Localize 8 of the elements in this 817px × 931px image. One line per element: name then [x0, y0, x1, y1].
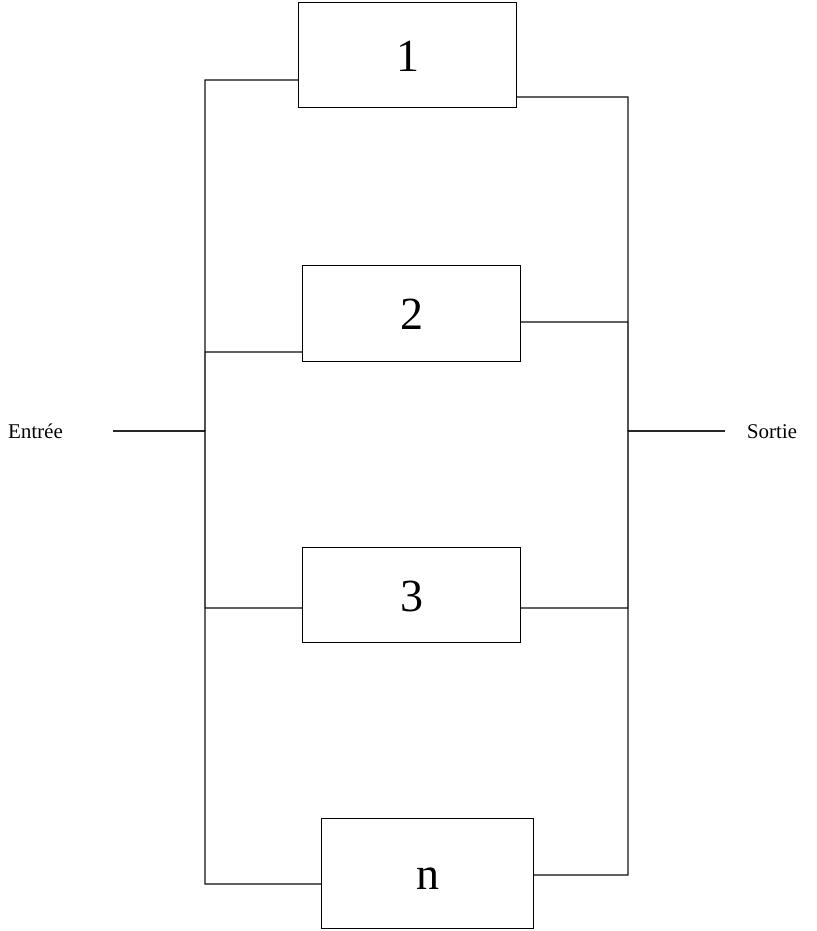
block-box: 2	[302, 265, 521, 362]
block-box: 3	[302, 547, 521, 643]
block-box: n	[321, 818, 534, 929]
terminal-label: Sortie	[725, 412, 797, 450]
connector-line	[534, 430, 725, 876]
terminal-label: Entrée	[8, 412, 113, 450]
connector-line	[113, 430, 321, 885]
block-box: 1	[298, 2, 517, 108]
